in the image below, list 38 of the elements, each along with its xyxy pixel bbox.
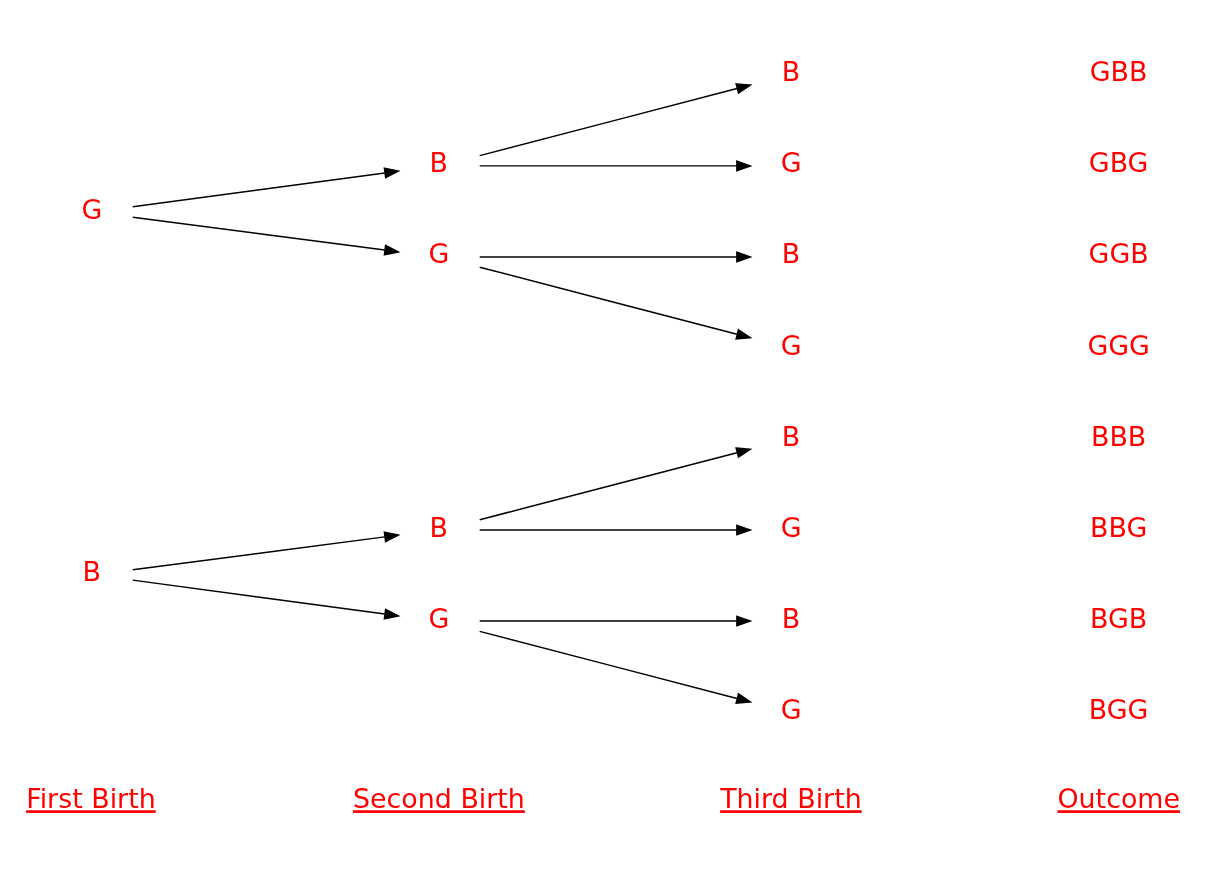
arrow xyxy=(478,630,753,704)
node-text: G xyxy=(780,511,802,543)
arrow xyxy=(478,524,753,536)
arrow xyxy=(478,251,753,263)
label: GGB xyxy=(1088,238,1149,270)
arrow xyxy=(132,579,401,620)
node-text: B xyxy=(429,147,449,179)
arrow xyxy=(478,266,753,340)
label: BBB xyxy=(1091,420,1147,452)
node-text: B xyxy=(82,556,102,588)
arrow xyxy=(478,83,753,157)
node-text: B xyxy=(781,56,801,88)
arrow xyxy=(132,216,401,256)
arrow xyxy=(478,447,753,521)
label: GGG xyxy=(1087,329,1150,361)
node-text: G xyxy=(780,329,802,361)
label: Third Birth xyxy=(720,783,862,815)
label: Outcome xyxy=(1057,783,1181,815)
arrow xyxy=(478,615,753,627)
arrow xyxy=(132,167,401,208)
node-text: G xyxy=(81,193,103,225)
label: GBG xyxy=(1088,147,1149,179)
node-text: G xyxy=(780,147,802,179)
node-text: B xyxy=(781,238,801,270)
node-text: G xyxy=(428,238,450,270)
label: First Birth xyxy=(26,783,156,815)
label: GBB xyxy=(1089,56,1148,88)
node-text: B xyxy=(781,602,801,634)
node-text: G xyxy=(428,602,450,634)
arrow xyxy=(132,531,401,571)
label: Second Birth xyxy=(353,783,525,815)
label: BBG xyxy=(1090,511,1148,543)
arrow xyxy=(478,160,753,172)
label: BGG xyxy=(1088,693,1149,725)
label: BGB xyxy=(1090,602,1148,634)
node-text: B xyxy=(781,420,801,452)
node-text: B xyxy=(429,511,449,543)
node-text: G xyxy=(780,693,802,725)
